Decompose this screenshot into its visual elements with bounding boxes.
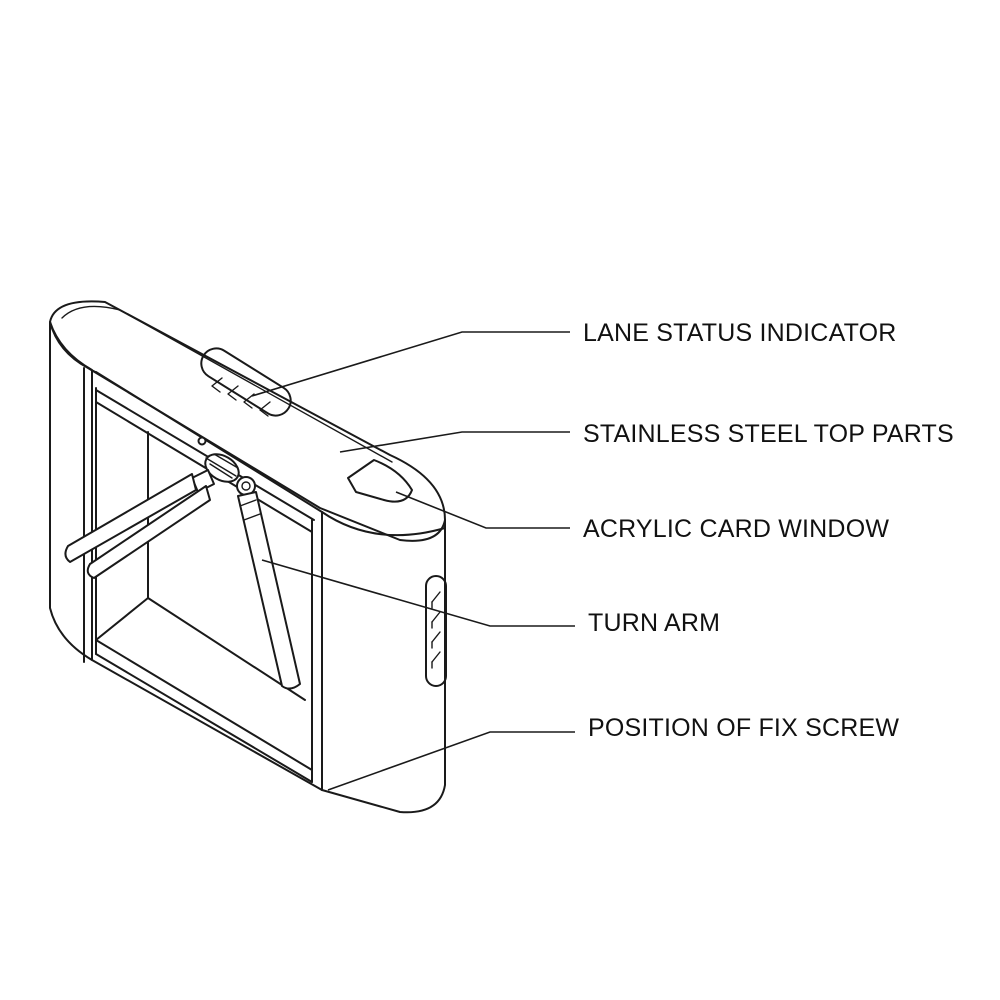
leader-turn-arm	[261, 559, 575, 627]
leader-lane-status	[251, 331, 570, 397]
label-lane-status-indicator: LANE STATUS INDICATOR	[583, 319, 897, 347]
callout-labels: LANE STATUS INDICATOR STAINLESS STEEL TO…	[583, 319, 954, 742]
leader-fix-screw	[327, 731, 575, 791]
leader-card-window	[395, 491, 570, 529]
side-indicator-arrows	[431, 591, 441, 669]
top-screw	[197, 436, 207, 446]
leader-lines	[251, 331, 575, 791]
label-stainless-steel-top-parts: STAINLESS STEEL TOP PARTS	[583, 420, 954, 448]
leader-top-parts	[339, 431, 570, 453]
lane-status-indicator	[200, 347, 292, 417]
acrylic-card-window	[347, 459, 413, 503]
label-acrylic-card-window: ACRYLIC CARD WINDOW	[583, 515, 889, 543]
turn-arms	[64, 473, 301, 690]
label-position-of-fix-screw: POSITION OF FIX SCREW	[588, 714, 899, 742]
turnstile-cabinet	[49, 300, 447, 814]
label-turn-arm: TURN ARM	[588, 609, 720, 637]
